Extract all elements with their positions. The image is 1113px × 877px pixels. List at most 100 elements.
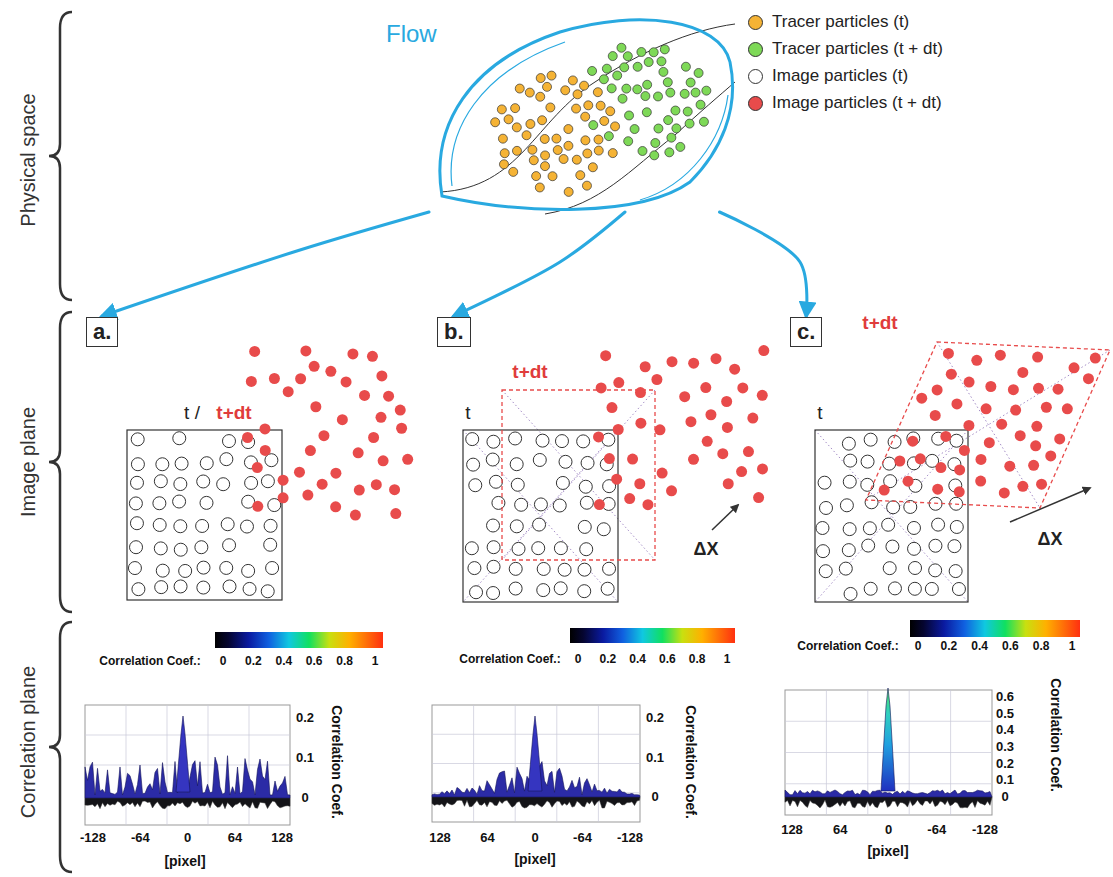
image-particle-t <box>486 453 499 466</box>
tracer-particle-t <box>572 104 581 113</box>
tracer-particle-t <box>594 146 603 155</box>
tracer-particle-t <box>540 134 549 143</box>
tracer-particle-t <box>536 74 545 83</box>
tracer-particle-tdt <box>589 121 598 130</box>
dotted-guide <box>937 342 1040 508</box>
image-particle-t <box>888 582 901 595</box>
tracer-particle-t <box>559 155 568 164</box>
image-particle-t <box>932 518 945 531</box>
image-particle-tdt <box>613 377 624 388</box>
tracer-particle-t <box>538 116 547 125</box>
image-particle-t <box>883 457 896 470</box>
image-particle-tdt <box>705 409 716 420</box>
image-particle-tdt <box>242 432 253 443</box>
tracer-particle-t <box>500 149 509 158</box>
image-particle-tdt <box>935 462 946 473</box>
tracer-particle-tdt <box>649 48 658 57</box>
image-particle-tdt <box>1083 373 1094 384</box>
image-particle-tdt <box>341 376 352 387</box>
flow-arrow <box>454 212 625 316</box>
image-particle-t <box>601 582 614 595</box>
axis-label: -128 <box>972 823 998 837</box>
tracer-particle-tdt <box>659 67 668 76</box>
image-particle-tdt <box>984 437 995 448</box>
axis-label: 0.2 <box>940 640 957 653</box>
flow-arrow <box>102 212 429 316</box>
image-particle-tdt <box>688 358 699 369</box>
image-particle-tdt <box>368 432 379 443</box>
tracer-particle-tdt <box>613 71 622 80</box>
tracer-particle-tdt <box>588 66 597 75</box>
image-particle-tdt <box>395 405 406 416</box>
colorbar <box>215 632 383 648</box>
axis-label: Correlation Coef. <box>328 705 343 819</box>
image-particle-t <box>154 475 167 488</box>
panel-letter: c. <box>797 319 815 345</box>
image-particle-tdt <box>309 361 320 372</box>
tracer-particle-tdt <box>650 151 659 160</box>
image-particle-t <box>130 476 143 489</box>
image-particle-t <box>842 437 855 450</box>
image-particle-t <box>264 519 277 532</box>
image-particle-t <box>129 497 142 510</box>
tracer-particle-tdt <box>699 117 708 126</box>
legend-entry: Tracer particles (t) <box>748 12 909 32</box>
tracer-particle-tdt <box>633 85 642 94</box>
image-particle-tdt <box>666 485 677 496</box>
image-particle-tdt <box>1033 383 1044 394</box>
axis-label: 1 <box>724 653 731 666</box>
section-title: Image plane <box>17 407 39 517</box>
axis-label: Correlation Coef.: <box>459 653 560 666</box>
image-particle-t <box>131 458 144 471</box>
tracer-particle-t <box>611 122 620 131</box>
image-particle-tdt <box>611 474 622 485</box>
image-particle-tdt <box>389 484 400 495</box>
tracer-particle-tdt <box>604 132 613 141</box>
image-particle-t <box>948 540 961 553</box>
axis-label: Correlation Coef.: <box>797 640 898 653</box>
image-particle-tdt <box>396 423 407 434</box>
axis-label: -128 <box>617 831 643 845</box>
tracer-particle-t <box>564 187 573 196</box>
image-particle-t <box>174 543 187 556</box>
tracer-particle-t <box>511 104 520 113</box>
image-particle-t <box>128 562 141 575</box>
image-particle-t <box>195 541 208 554</box>
tracer-particle-t <box>553 146 562 155</box>
image-particle-t <box>816 522 829 535</box>
image-particle-t <box>487 519 500 532</box>
image-particle-t <box>155 581 168 594</box>
image-particle-t <box>266 562 279 575</box>
image-particle-t <box>533 518 546 531</box>
image-particle-tdt <box>753 492 764 503</box>
interrogation-window <box>463 430 618 602</box>
image-particle-t <box>196 519 209 532</box>
image-particle-t <box>581 456 594 469</box>
image-particle-tdt <box>278 492 289 503</box>
image-particle-tdt <box>1045 450 1056 461</box>
flow-channel-line <box>440 24 735 192</box>
tracer-particle-tdt <box>637 48 646 57</box>
tracer-particle-t <box>581 112 590 121</box>
axis-label: 128 <box>781 823 803 837</box>
legend-entry: Image particles (t + dt) <box>748 93 942 113</box>
image-particle-t <box>577 435 590 448</box>
dotted-guide <box>502 390 655 560</box>
image-particle-tdt <box>1036 479 1047 490</box>
tracer-particle-t <box>552 134 561 143</box>
dotted-guide <box>815 430 968 602</box>
tracer-particle-tdt <box>624 137 633 146</box>
image-particle-t <box>487 560 500 573</box>
tracer-particle-t <box>568 76 577 85</box>
image-particle-tdt <box>959 445 970 456</box>
tracer-particle-tdt <box>654 124 663 133</box>
image-particle-tdt <box>353 447 364 458</box>
image-particle-tdt <box>975 476 986 487</box>
axis-label: Correlation Coef.: <box>99 655 200 668</box>
image-particle-t <box>197 475 210 488</box>
image-particle-tdt <box>954 486 965 497</box>
image-particle-t <box>536 434 549 447</box>
image-particle-tdt <box>634 478 645 489</box>
image-particle-t <box>818 476 831 489</box>
tracer-particle-tdt <box>672 124 681 133</box>
